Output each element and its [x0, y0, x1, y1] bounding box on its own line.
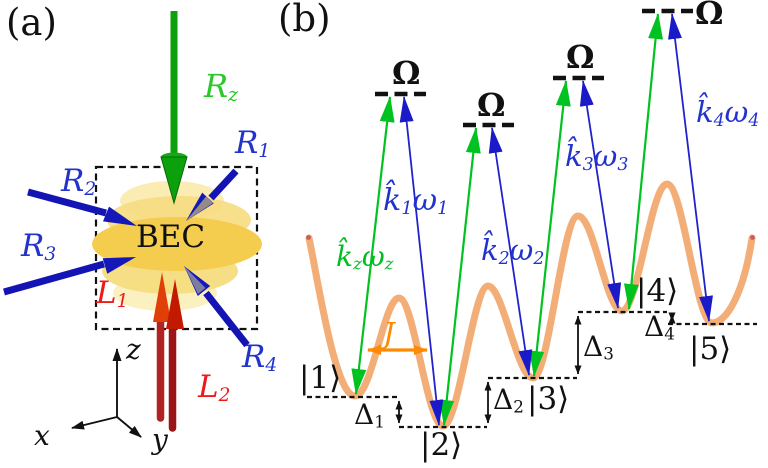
- raman-blue-arrows: [399, 13, 713, 426]
- detuning-arrows: [395, 312, 676, 424]
- l1-beam-head: [153, 272, 171, 322]
- omega-level-3-label: Ω: [566, 38, 595, 76]
- well-label-3: |3⟩: [527, 381, 570, 417]
- beam-label-l2: L2: [198, 369, 231, 407]
- well-label-2: |2⟩: [420, 427, 463, 463]
- panel-a-graphics: [3, 11, 262, 438]
- rz-beam-arrow: [160, 11, 188, 205]
- bec-label: BEC: [136, 219, 206, 255]
- detuning-label-delta3: Δ3: [583, 330, 614, 364]
- detuning-label-delta4: Δ4: [644, 310, 675, 344]
- panel-b-label: (b): [278, 0, 331, 40]
- beam-label-rz: Rz: [204, 67, 239, 107]
- detuning-label-delta1: Δ1: [354, 398, 385, 432]
- coupling-label-kz: k̂zωz: [336, 240, 394, 274]
- raman-green-arrows: [351, 13, 664, 426]
- well-label-5: |5⟩: [689, 331, 732, 367]
- tunneling-label-j: J: [383, 316, 395, 350]
- beam-label-r1: R1: [235, 125, 271, 163]
- axis-label-z: z: [126, 333, 141, 366]
- panel-a-label: (a): [6, 1, 57, 44]
- axis-label-x: x: [34, 419, 50, 452]
- r-beam-arrows: [3, 168, 250, 348]
- l-beam-arrows: [153, 272, 184, 432]
- detuning-label-delta2: Δ2: [493, 383, 524, 417]
- beam-label-l1: L1: [96, 275, 129, 313]
- coordinate-axes: [71, 348, 142, 438]
- beam-label-r3: R3: [21, 228, 57, 266]
- coupling-label-k1: k̂1ω1: [383, 183, 449, 219]
- coupling-label-k3: k̂3ω3: [565, 139, 629, 175]
- l2-beam-head: [166, 279, 184, 329]
- curve-end-right: [750, 235, 755, 240]
- omega-virtual-levels: [375, 8, 693, 128]
- omega-level-1-label: Ω: [392, 54, 421, 92]
- curve-end-left: [306, 235, 311, 240]
- well-level-lines: [307, 310, 757, 429]
- coupling-label-k2: k̂2ω2: [481, 233, 545, 269]
- axis-label-y: y: [152, 423, 168, 456]
- well-label-1: |1⟩: [299, 360, 342, 396]
- coupling-label-k4: k̂4ω4: [696, 95, 760, 131]
- panel-b-graphics: [305, 8, 757, 430]
- beam-label-r4: R4: [242, 339, 278, 377]
- omega-level-2-label: Ω: [477, 86, 506, 124]
- well-label-4: |4⟩: [636, 273, 679, 309]
- beam-label-r2: R2: [61, 163, 97, 201]
- omega-level-4-label: Ω: [695, 0, 724, 32]
